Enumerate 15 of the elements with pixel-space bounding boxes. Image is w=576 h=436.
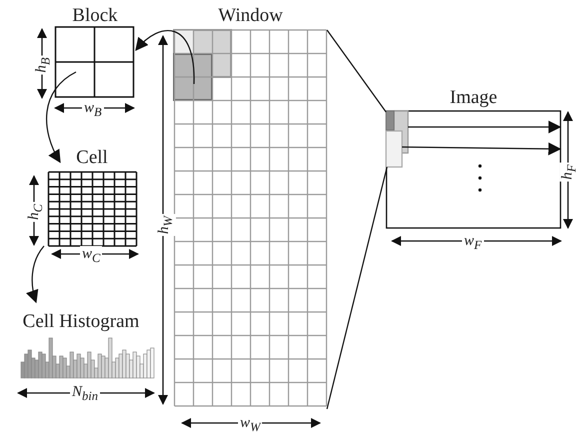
arrow: [408, 120, 562, 134]
projection-line: [326, 166, 388, 410]
curved-arrow: [135, 30, 195, 84]
curved-arrow: [46, 71, 76, 164]
curved-arrow: [26, 246, 44, 304]
projection-line: [326, 30, 386, 112]
block-grid: [55, 6, 135, 98]
heading: Window: [217, 6, 284, 26]
heading: Cell Histogram: [22, 312, 140, 332]
heading: Block: [71, 6, 119, 26]
heading: Image: [448, 88, 498, 108]
arrow: [402, 142, 562, 156]
heading: Cell: [75, 148, 109, 168]
image-frame: [386, 88, 561, 229]
cell-grid: [48, 148, 140, 244]
